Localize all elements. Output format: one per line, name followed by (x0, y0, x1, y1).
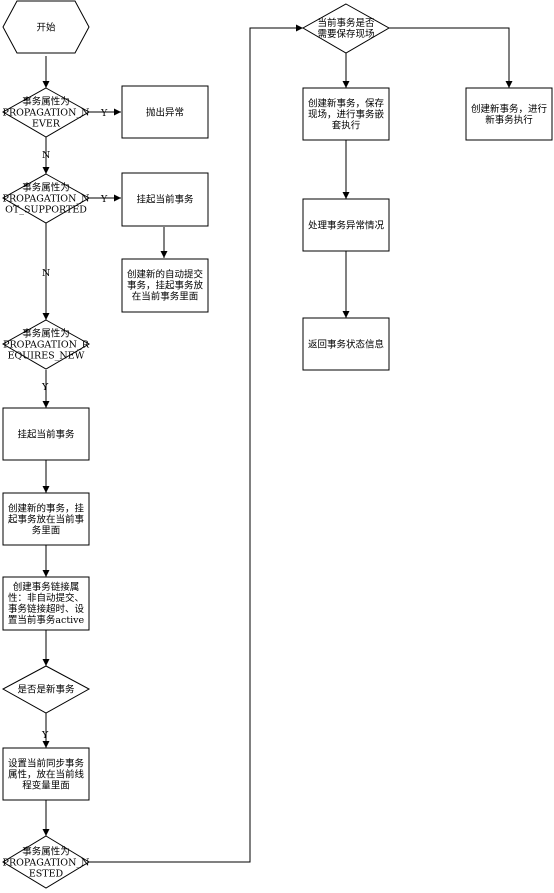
decision-is-new: 是否是新事务 (1, 665, 91, 714)
box-create-autocommit-text-line-2: 在当前事务里面 (132, 291, 199, 303)
decision-nested-text-line-1: PROPAGATION_N (3, 858, 90, 869)
box-sync-attrs-text-line-0: 设置当前同步事务 (8, 758, 85, 770)
decision-is-new-text-line-0: 是否是新事务 (17, 684, 75, 696)
node-start-text-line-0: 开始 (36, 22, 56, 34)
box-create-new-tx-text: 创建新的事务，挂起事务放在当前事务里面 (8, 503, 85, 537)
box-sync-attrs (2, 747, 90, 801)
box-conn-attrs-text: 创建事务链接属性：非自动提交、事务链接超时、设置当前事务active (8, 581, 85, 626)
edge-nested-to-savepoint (89, 24, 303, 863)
label-n-never: N (42, 150, 50, 161)
box-create-new-tx-text-line-2: 务里面 (32, 525, 61, 537)
box-return-status-text-line-0: 返回事务状态信息 (308, 339, 384, 351)
box-conn-attrs-text-line-3: 置当前事务active (8, 614, 85, 626)
box-create-nested-text-line-2: 套执行 (332, 120, 361, 132)
box-create-autocommit-text-line-0: 创建新的自动提交 (127, 269, 204, 281)
decision-never-text-line-1: PROPAGATION_N (3, 108, 90, 119)
decision-never-text-line-0: 事务属性为 (22, 96, 70, 108)
box-create-nested (302, 87, 390, 141)
label-y-requires-new: Y (41, 382, 49, 393)
box-create-autocommit-text-line-1: 事务，挂起事务放 (127, 280, 204, 292)
box-create-nested-text: 创建新事务，保存现场，进行事务嵌套执行 (308, 98, 385, 132)
box-handle-exception (302, 198, 390, 252)
label-y-is-new: Y (41, 730, 49, 741)
box-suspend-1-text: 挂起当前事务 (136, 194, 194, 206)
connectors (42, 24, 513, 863)
box-throw-exception (121, 85, 209, 139)
edge-savepoint-to-create-run (389, 27, 513, 88)
decision-savepoint-text-line-1: 需要保存现场 (317, 28, 374, 40)
box-suspend-2-text-line-0: 挂起当前事务 (17, 429, 75, 441)
node-start-text: 开始 (36, 22, 56, 34)
box-create-run-text-line-0: 创建新事务，进行 (471, 103, 548, 115)
decision-requires-new-text-line-2: EQUIRES_NEW (8, 351, 85, 362)
edge-labels: Y N Y N Y Y (41, 108, 108, 741)
box-throw-exception-text: 抛出异常 (146, 107, 184, 119)
decision-not-supported-text-line-0: 事务属性为 (22, 182, 70, 194)
node-start: 开始 (2, 0, 90, 54)
box-handle-exception-text-line-0: 处理事务异常情况 (308, 220, 385, 232)
decision-savepoint-text-line-0: 当前事务是否 (317, 17, 375, 29)
box-sync-attrs-text-line-2: 程变量里面 (22, 780, 70, 792)
box-create-new-tx (2, 492, 90, 546)
decision-is-new-text: 是否是新事务 (17, 684, 75, 696)
box-create-autocommit-text: 创建新的自动提交事务，挂起事务放在当前事务里面 (127, 269, 204, 303)
label-y-never: Y (100, 108, 108, 119)
box-create-run-text-line-1: 新事务执行 (485, 114, 533, 126)
box-create-new-tx-text-line-1: 起事务放在当前事 (8, 514, 85, 526)
box-suspend-2-text: 挂起当前事务 (17, 429, 75, 441)
decision-nested-text-line-0: 事务属性为 (22, 846, 70, 858)
decision-savepoint-text: 当前事务是否需要保存现场 (317, 17, 375, 40)
box-create-new-tx-text-line-0: 创建新的事务，挂 (8, 503, 85, 515)
box-create-run (465, 87, 553, 141)
decision-not-supported-text-line-2: OT_SUPPORTED (5, 205, 87, 216)
decision-not-supported-text-line-1: PROPAGATION_N (3, 194, 90, 205)
box-create-autocommit (121, 258, 209, 313)
box-create-nested-text-line-0: 创建新事务，保存 (308, 98, 385, 110)
box-sync-attrs-text-line-1: 属性，放在当前线 (8, 769, 85, 781)
decision-requires-new-text-line-0: 事务属性为 (22, 328, 70, 340)
decision-nested-text-line-2: ESTED (29, 869, 64, 880)
box-suspend-1-text-line-0: 挂起当前事务 (136, 194, 194, 206)
box-conn-attrs-text-line-1: 性：非自动提交、 (8, 592, 84, 604)
box-return-status (302, 317, 390, 371)
box-conn-attrs-text-line-2: 事务链接超时、设 (8, 603, 85, 615)
label-n-not-supported: N (42, 268, 50, 279)
box-conn-attrs (2, 576, 90, 631)
decision-savepoint: 当前事务是否需要保存现场 (301, 3, 391, 54)
box-conn-attrs-text-line-0: 创建事务链接属 (13, 581, 80, 593)
decision-never-text-line-2: EVER (32, 119, 61, 130)
box-suspend-1 (121, 172, 209, 227)
label-y-not-supported: Y (100, 194, 108, 205)
box-create-run-text: 创建新事务，进行新事务执行 (471, 103, 548, 126)
box-sync-attrs-text: 设置当前同步事务属性，放在当前线程变量里面 (8, 758, 85, 792)
box-suspend-2 (2, 407, 90, 461)
box-handle-exception-text: 处理事务异常情况 (308, 220, 385, 232)
decision-requires-new-text-line-1: PROPAGATION_R (3, 340, 90, 351)
box-create-nested-text-line-1: 现场，进行事务嵌 (308, 109, 385, 121)
box-return-status-text: 返回事务状态信息 (308, 339, 384, 351)
box-throw-exception-text-line-0: 抛出异常 (146, 107, 184, 119)
